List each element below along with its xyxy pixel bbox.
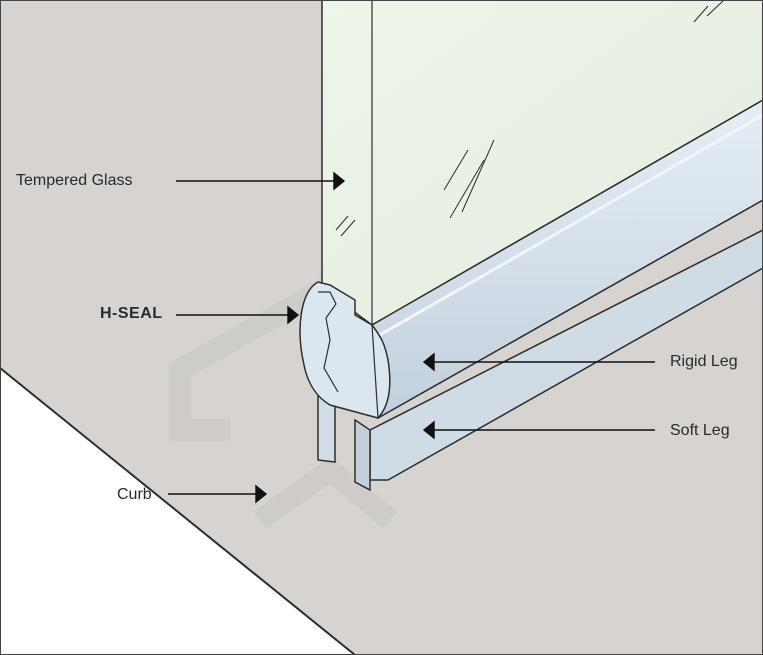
- h-seal-profile-inner: [318, 291, 339, 393]
- h-seal-channel: [354, 314, 379, 419]
- soft-leg-end: [354, 418, 371, 492]
- arrow-rigid-head: [422, 352, 435, 372]
- label-soft-leg: Soft Leg: [670, 422, 730, 439]
- label-rigid-leg: Rigid Leg: [670, 353, 738, 370]
- callout-arrows: [168, 171, 655, 504]
- rigid-leg-bottom-edge: [377, 199, 763, 419]
- arrow-soft-head: [422, 420, 435, 440]
- arrow-glass-head: [333, 171, 346, 191]
- glass-reflections: [335, 0, 725, 237]
- label-curb: Curb: [117, 486, 152, 503]
- curb-edge-line: [0, 367, 356, 655]
- rigid-leg-highlight: [377, 113, 763, 338]
- label-tempered-glass: Tempered Glass: [16, 172, 133, 189]
- arrow-hseal-head: [287, 305, 300, 325]
- label-h-seal: H-SEAL: [100, 305, 163, 322]
- arrow-curb-head: [255, 484, 268, 504]
